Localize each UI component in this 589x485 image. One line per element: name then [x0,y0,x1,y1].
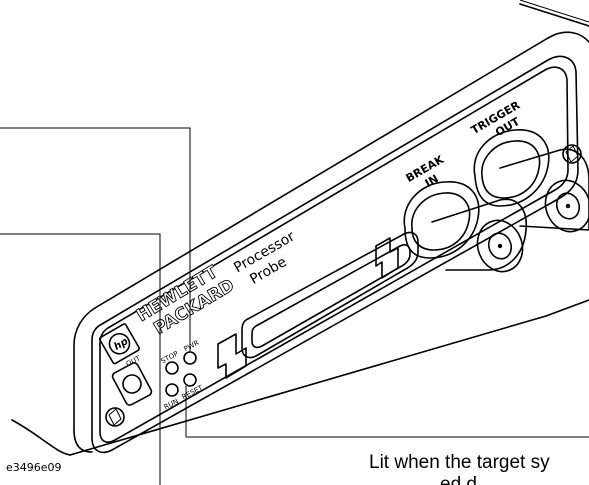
screw-bottom-left [105,407,125,427]
pwr-led-label: PWR [183,339,201,354]
pwr-led [183,351,197,365]
run-led-label: RUN [163,397,180,411]
out-port: OUT [111,354,153,406]
pwr-leader-line [0,127,191,352]
figure-id: e3496e09 [6,461,62,474]
housing [11,3,589,456]
reset-callout-text: Lit when the target sy [369,452,550,473]
break-in-bnc-connector [403,181,527,273]
top-leader-line [519,0,589,23]
reset-leader-line [185,386,589,438]
hp-wordmark: HEWLETT PACKARD [133,262,239,340]
led-cluster: STOP PWR RUN RESET [160,339,205,412]
reset-callout-text-line2: ed d [440,474,477,485]
break-in-label: BREAK IN [404,153,447,190]
break-label-line2: IN [423,172,441,190]
stop-led [165,361,179,375]
screw-top-right [562,144,582,164]
reset-led [183,373,197,387]
stop-leader-line [0,233,161,485]
product-name: Processor Probe [231,229,298,288]
run-led [165,383,179,397]
